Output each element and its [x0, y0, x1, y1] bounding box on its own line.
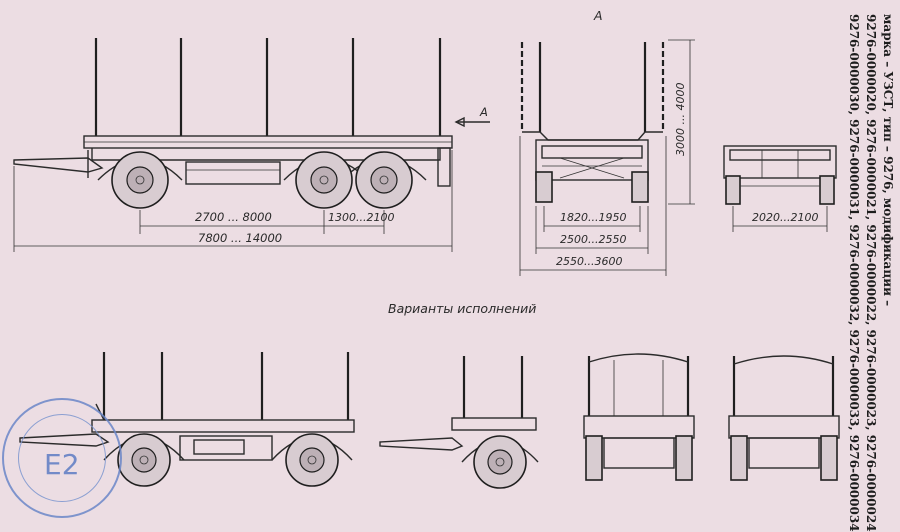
dim-axle-spread: 1300...2100	[328, 211, 394, 224]
variant-1axle-side-view	[379, 356, 539, 489]
rear-view-dimensions	[519, 39, 695, 276]
certification-stamp: E2	[2, 398, 122, 518]
stamp-text: E2	[44, 448, 80, 481]
variant-rear-view-2	[728, 355, 840, 481]
view-a-label: A	[593, 8, 603, 23]
dim-height: 3000 ... 4000	[674, 83, 687, 156]
dim-rear-track: 2020...2100	[752, 211, 818, 224]
dim-track-width: 2500...2550	[560, 233, 626, 246]
side-note-line3: 9276-0000030, 9276-0000031, 9276-0000032…	[847, 14, 861, 532]
model-designation-note: марка – УЗСТ, тип – 9276, модификации – …	[845, 14, 896, 532]
view-arrow-label: A	[479, 105, 488, 119]
trailer-rear-view	[520, 42, 665, 203]
dim-overall-width: 2550...3600	[556, 255, 622, 268]
dim-track-front: 1820...1950	[560, 211, 626, 224]
trailer-front-view	[723, 145, 837, 205]
technical-drawing: A 2700 ... 8000 1300...2100 7800 ... 140…	[13, 8, 840, 489]
trailer-side-view-3axle	[13, 38, 490, 209]
variants-caption: Варианты исполнений	[388, 301, 536, 316]
variant-rear-view-1	[583, 353, 695, 481]
side-note-line1: марка – УЗСТ, тип – 9276, модификации –	[881, 14, 895, 307]
variant-2axle-side-view	[19, 352, 355, 487]
side-note-line2: 9276-0000020, 9276-0000021, 9276-0000022…	[864, 14, 878, 532]
side-view-dimensions	[13, 150, 453, 252]
front-view-dimensions	[732, 206, 828, 232]
dim-overall-length: 7800 ... 14000	[198, 231, 282, 245]
dim-wheelbase: 2700 ... 8000	[195, 210, 272, 224]
